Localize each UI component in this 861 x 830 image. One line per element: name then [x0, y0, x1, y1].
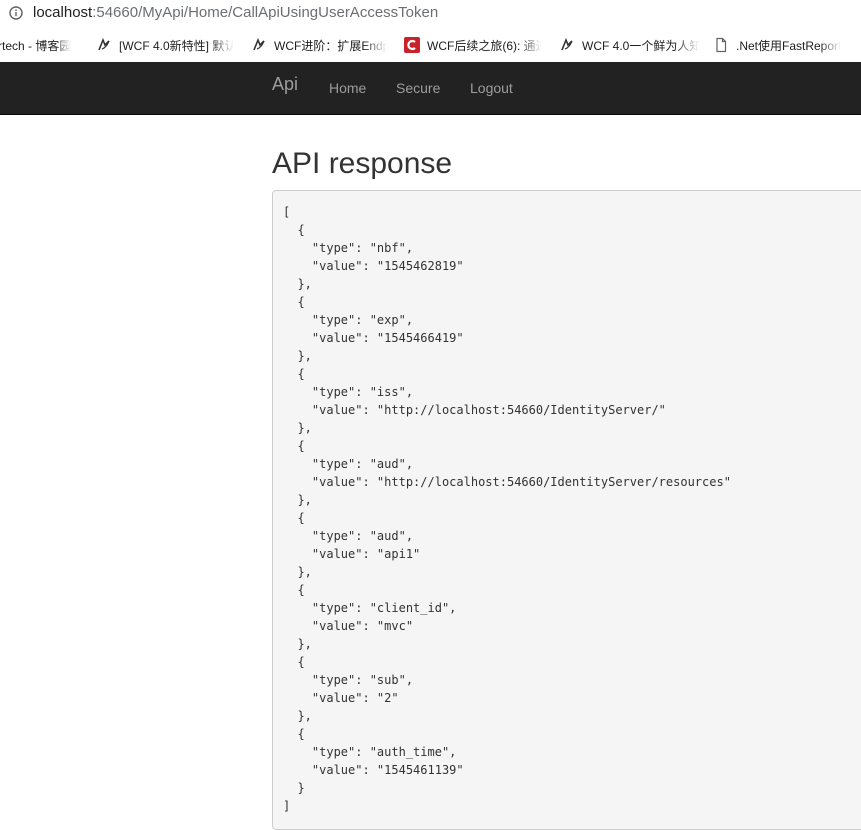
url-text[interactable]: localhost:54660/MyApi/Home/CallApiUsingU… [33, 4, 438, 22]
info-icon[interactable] [9, 6, 23, 20]
page-icon [716, 37, 727, 53]
bookmark-item[interactable]: [WCF 4.0新特性] 默认 [96, 36, 234, 54]
bookmark-label: WCF 4.0一个鲜为人知 [582, 38, 699, 53]
bookmark-label: WCF后续之旅(6): 通过 [427, 38, 542, 53]
bookmark-label: WCF进阶：扩展Endp [274, 38, 387, 53]
bookmark-item[interactable]: WCF 4.0一个鲜为人知 [559, 36, 699, 54]
page-title: API response [272, 147, 453, 180]
nav-link-secure[interactable]: Secure [396, 80, 441, 96]
api-response-json: [ { "type": "nbf", "value": "1545462819"… [283, 205, 731, 813]
address-bar[interactable]: localhost:54660/MyApi/Home/CallApiUsingU… [0, 0, 861, 27]
bookmark-item[interactable]: WCF后续之旅(6): 通过 [404, 36, 542, 54]
bookmark-label: .Net使用FastReport [736, 38, 842, 53]
nav-link-logout[interactable]: Logout [470, 80, 513, 96]
csdn-icon [404, 37, 420, 53]
bookmark-label: rtech - 博客园 [0, 38, 72, 53]
nav-link-home[interactable]: Home [329, 80, 367, 96]
bookmark-item[interactable]: WCF进阶：扩展Endp [251, 36, 387, 54]
wcf-feather-icon [98, 37, 110, 51]
wcf-feather-icon [561, 37, 573, 51]
bookmark-item[interactable]: .Net使用FastReport [713, 36, 861, 54]
bookmark-item[interactable]: rtech - 博客园 [0, 36, 82, 54]
brand-link[interactable]: Api [272, 74, 299, 94]
api-response-panel: [ { "type": "nbf", "value": "1545462819"… [272, 190, 861, 830]
url-path: :54660/MyApi/Home/CallApiUsingUserAccess… [92, 4, 439, 21]
bookmark-label: [WCF 4.0新特性] 默认 [119, 38, 234, 53]
url-host: localhost [33, 4, 93, 21]
site-navbar: Api Home Secure Logout [0, 62, 861, 115]
bookmarks-bar: rtech - 博客园 [WCF 4.0新特性] 默认 WCF进阶：扩展Endp… [0, 27, 861, 62]
wcf-feather-icon [253, 37, 265, 51]
